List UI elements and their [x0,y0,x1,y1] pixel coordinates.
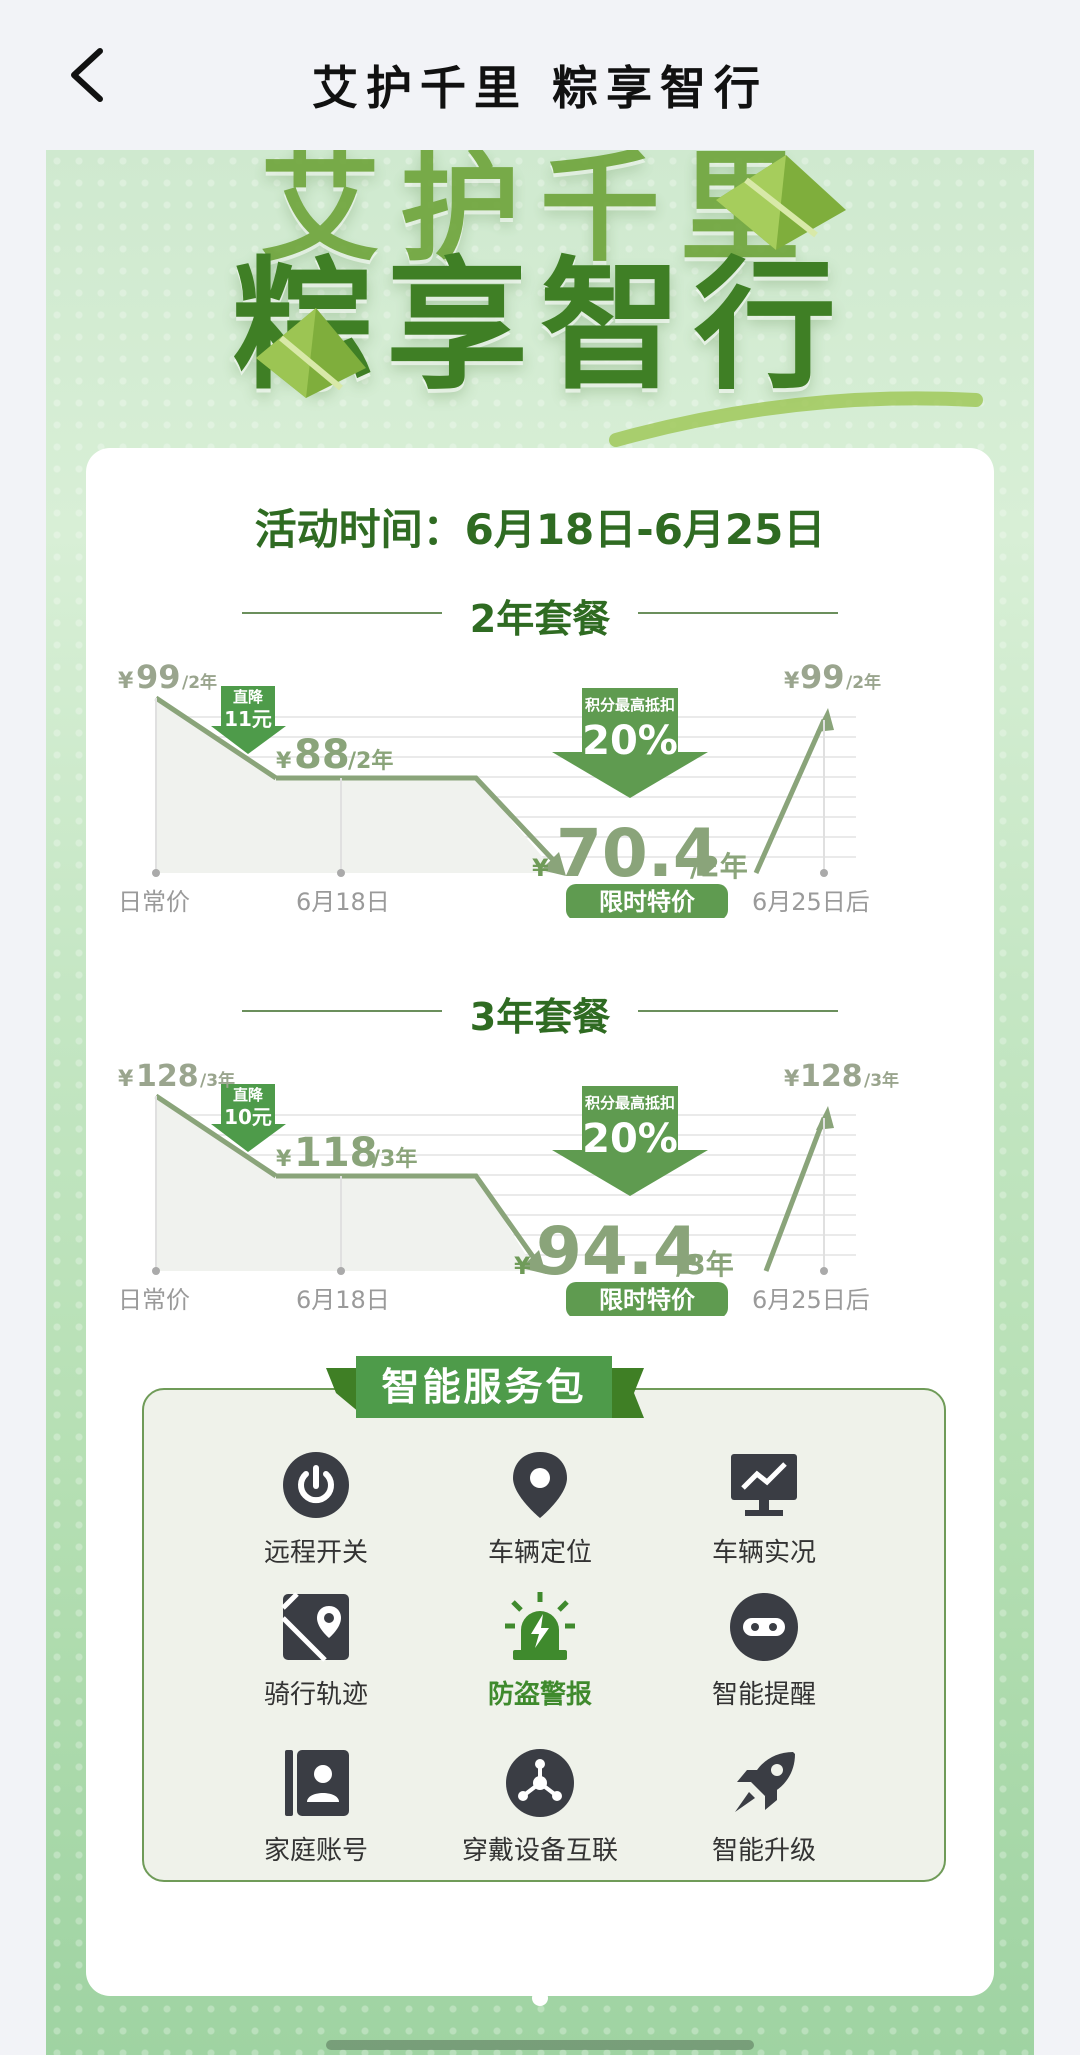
service-label: 骑行轨迹 [263,1680,368,1710]
divider-line [638,612,838,614]
service-label: 智能提醒 [711,1680,816,1710]
zongzi-icon [716,155,846,250]
service-vehicle-location[interactable]: 车辆定位 [410,1448,670,1569]
after-price: 99 [800,658,845,696]
currency-symbol: ¥ [276,749,292,774]
page-title: 艾护千里 粽享智行 [311,61,768,115]
service-pack-title: 智能服务包 [356,1356,612,1418]
currency-symbol: ¥ [532,854,549,882]
banner-ribbon-right [604,1368,644,1418]
regular-price: 128 [136,1059,199,1094]
drop-label: 直降 [233,688,264,706]
service-ride-track[interactable]: 骑行轨迹 [186,1590,446,1711]
drop-label: 直降 [233,1086,264,1104]
points-label: 积分最高抵扣 [585,1094,675,1112]
day1-unit: /3年 [372,1146,417,1172]
monitor-chart-icon [731,1454,797,1516]
service-label: 智能升级 [711,1836,816,1866]
price-chart-2yr: 直降 11元 积分最高抵扣 20% ¥ 99 /2年 ¥ 88 /2年 ¥ 70… [118,658,881,918]
promo-card: 活动时间：6月18日-6月25日 2年套餐 直降 11元 [86,448,994,1996]
day1-price: 118 [294,1130,378,1176]
x-label-after: 6月25日后 [752,888,870,916]
service-label: 车辆实况 [711,1538,816,1568]
service-label: 远程开关 [263,1538,368,1568]
service-vehicle-status[interactable]: 车辆实况 [634,1448,894,1569]
alarm-siren-icon [505,1592,575,1660]
x-label-day1: 6月18日 [296,888,390,916]
power-icon [283,1452,349,1518]
points-deduction-badge: 积分最高抵扣 20% [552,1086,708,1196]
points-label: 积分最高抵扣 [585,696,675,714]
currency-symbol: ¥ [784,669,800,694]
location-pin-icon [513,1452,567,1518]
plan-3yr-title: 3年套餐 [469,995,611,1039]
poster-title-line1: 艾护千里 [260,150,820,278]
day1-price: 88 [294,732,350,778]
zongzi-icon [256,308,366,398]
map-route-icon [281,1592,349,1662]
regular-unit: /3年 [200,1070,235,1091]
special-price: 94.4 [536,1213,699,1290]
service-smart-reminder[interactable]: 智能提醒 [634,1590,894,1711]
divider-line [242,1010,442,1012]
divider-line [638,1010,838,1012]
currency-symbol: ¥ [514,1252,531,1280]
points-pct: 20% [582,718,678,764]
contact-book-icon [285,1750,349,1816]
drop-amount: 10元 [224,1105,272,1129]
plan-2yr-title: 2年套餐 [469,597,611,641]
connect-nodes-icon [506,1749,574,1817]
service-wearable-connect[interactable]: 穿戴设备互联 [410,1746,670,1867]
special-unit: /2年 [690,850,748,883]
regular-unit: /2年 [182,672,217,693]
service-smart-upgrade[interactable]: 智能升级 [634,1746,894,1867]
service-anti-theft-alarm[interactable]: 防盗警报 [410,1590,670,1711]
price-chart-3yr: 直降 10元 积分最高抵扣 20% ¥ 128 /3年 ¥ 118 /3年 ¥ … [118,1059,899,1316]
page-indicator-dot [532,1990,548,2006]
brush-stroke-decoration [609,391,983,447]
x-label-regular: 日常价 [118,888,190,916]
top-nav-bar: 艾护千里 粽享智行 [0,0,1080,150]
home-indicator[interactable] [326,2040,754,2050]
points-pct: 20% [582,1116,678,1162]
service-family-account[interactable]: 家庭账号 [186,1746,446,1867]
special-tag: 限时特价 [599,888,696,916]
activity-time: 活动时间：6月18日-6月25日 [254,505,826,554]
currency-symbol: ¥ [118,669,134,694]
currency-symbol: ¥ [118,1067,134,1092]
currency-symbol: ¥ [784,1067,800,1092]
after-price: 128 [800,1059,863,1094]
drop-badge: 直降 10元 [211,1084,286,1152]
back-arrow-icon[interactable] [60,45,120,105]
x-label-regular: 日常价 [118,1286,190,1314]
regular-price: 99 [136,658,181,696]
drop-amount: 11元 [224,707,272,731]
after-unit: /2年 [846,672,881,693]
robot-face-icon [730,1593,798,1661]
special-tag: 限时特价 [599,1286,696,1314]
x-label-day1: 6月18日 [296,1286,390,1314]
service-label: 防盗警报 [487,1680,592,1710]
service-label: 车辆定位 [487,1538,592,1568]
special-unit: /3年 [676,1248,734,1281]
day1-unit: /2年 [348,748,393,774]
service-remote-switch[interactable]: 远程开关 [186,1448,446,1569]
x-label-after: 6月25日后 [752,1286,870,1314]
service-label: 穿戴设备互联 [461,1836,618,1866]
currency-symbol: ¥ [276,1147,292,1172]
divider-line [242,612,442,614]
points-deduction-badge: 积分最高抵扣 20% [552,688,708,798]
drop-badge: 直降 11元 [211,686,286,754]
special-price: 70.4 [556,815,719,892]
after-unit: /3年 [864,1070,899,1091]
rocket-icon [735,1752,795,1812]
service-label: 家庭账号 [263,1836,368,1866]
